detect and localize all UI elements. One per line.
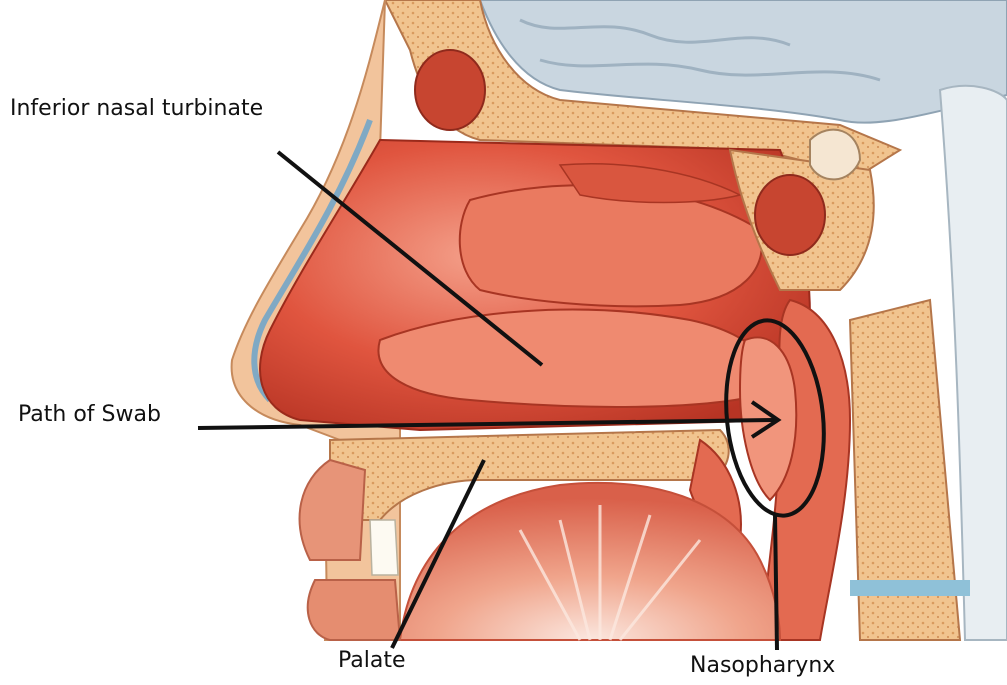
inferior-nasal-turbinate-label: Inferior nasal turbinate [10, 98, 263, 120]
sphenoid-cavity [755, 175, 825, 255]
path-of-swab-label: Path of Swab [18, 404, 161, 426]
nasopharynx-label: Nasopharynx [690, 655, 835, 677]
nasopharynx-pointer [775, 515, 777, 650]
lower-lip [308, 580, 400, 640]
teeth [370, 520, 398, 575]
palate-label: Palate [338, 650, 406, 672]
inferior-turbinate [378, 310, 767, 407]
pituitary [810, 130, 860, 180]
upper-lip [300, 460, 365, 560]
vertebra-band [850, 580, 970, 596]
frontal-sinus [415, 50, 485, 130]
